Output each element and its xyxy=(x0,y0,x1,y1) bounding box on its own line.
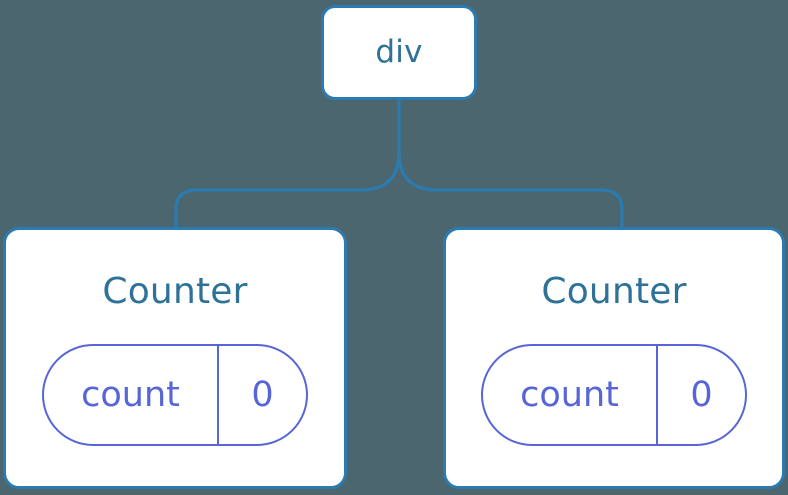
node-counter-right[interactable]: Counter count 0 xyxy=(443,227,785,489)
node-counter-right-label: Counter xyxy=(541,271,687,312)
state-value-left: 0 xyxy=(251,374,274,415)
node-div[interactable]: div xyxy=(321,5,477,100)
node-div-label: div xyxy=(375,34,423,70)
node-counter-left[interactable]: Counter count 0 xyxy=(3,227,347,489)
edge-div-to-counter-right xyxy=(397,98,624,233)
state-value-right: 0 xyxy=(690,374,713,415)
state-pill-left[interactable]: count 0 xyxy=(42,344,308,446)
state-pill-right[interactable]: count 0 xyxy=(481,344,747,446)
state-key-left: count xyxy=(44,346,219,444)
edge-div-to-counter-left xyxy=(174,98,401,233)
node-counter-left-label: Counter xyxy=(102,271,248,312)
state-key-right: count xyxy=(483,346,658,444)
